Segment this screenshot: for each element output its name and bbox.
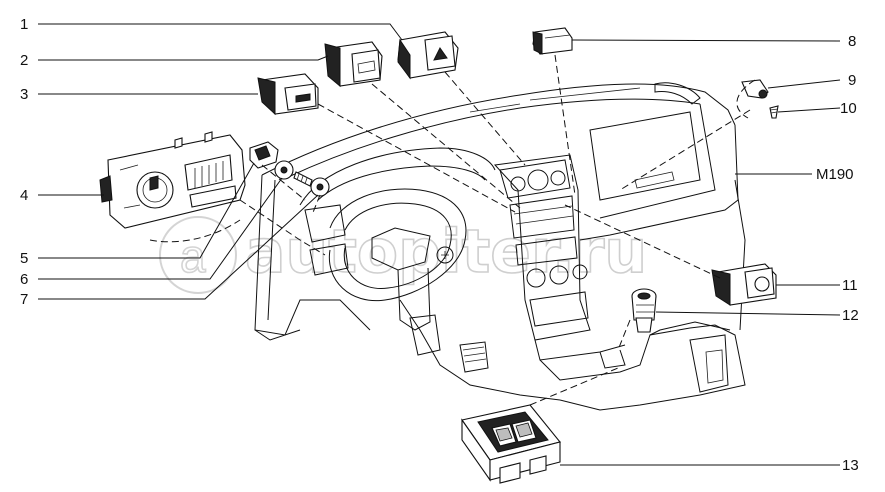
part-10-screw [769, 105, 779, 119]
callout-3: 3 [20, 86, 28, 103]
callout-9: 9 [848, 72, 856, 89]
part-9-bracket [741, 79, 769, 99]
callout-10: 10 [840, 100, 857, 117]
part-7-screw [293, 171, 330, 197]
callout-m190: М190 [816, 166, 854, 183]
callout-2: 2 [20, 52, 28, 69]
part-1-hazard-switch [397, 31, 459, 80]
callout-12: 12 [842, 307, 859, 324]
callout-1: 1 [20, 16, 28, 33]
callout-6: 6 [20, 271, 28, 288]
dashboard-outline [254, 82, 746, 411]
part-11-switch [711, 263, 777, 306]
callout-leaders [38, 23, 841, 466]
callout-11: 11 [842, 277, 858, 294]
part-12-lighter [631, 288, 657, 333]
watermark-text: autopiter.ru [245, 217, 647, 287]
watermark: a autopiter.ru [159, 216, 648, 294]
callout-8: 8 [848, 33, 856, 50]
part-2-switch [324, 41, 383, 88]
part-8-switch [532, 27, 573, 55]
part-3-switch [257, 73, 319, 116]
callout-4: 4 [20, 187, 28, 204]
assembly-dashed-lines [149, 54, 756, 406]
part-6-cap [274, 160, 294, 180]
part-13-window-switch [461, 404, 561, 484]
svg-text:a: a [180, 230, 206, 282]
callout-7: 7 [20, 291, 28, 308]
callout-labels: 1 2 3 4 5 6 7 8 9 10 М190 11 12 13 [20, 16, 859, 474]
callout-5: 5 [20, 250, 28, 267]
part-5-switch [249, 141, 279, 169]
callout-13: 13 [842, 457, 859, 474]
part-4-climate-panel [99, 131, 246, 229]
